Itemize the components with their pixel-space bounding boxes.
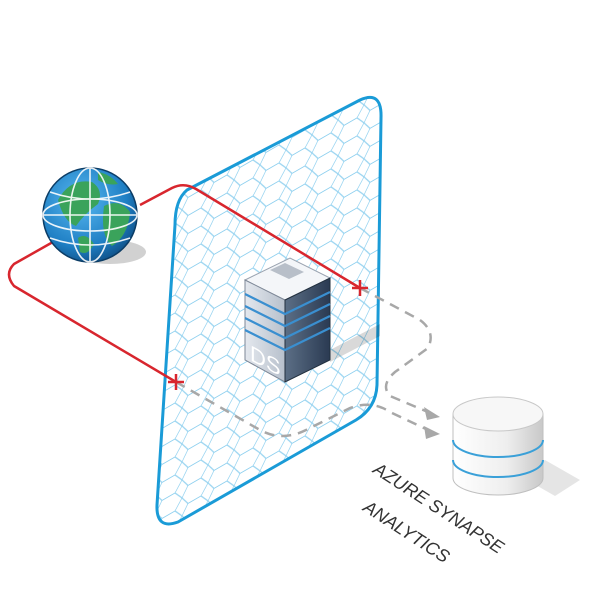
blocked-marker-icon (352, 280, 368, 296)
blocked-marker-icon (168, 374, 184, 390)
arrowhead-icon (424, 407, 440, 420)
server-icon: DS (243, 257, 380, 383)
arrowhead-icon (424, 426, 440, 439)
blocked-traffic-path (7, 184, 361, 384)
allowed-traffic-path (175, 286, 432, 438)
globe-icon (42, 167, 146, 264)
database-icon (452, 396, 580, 496)
